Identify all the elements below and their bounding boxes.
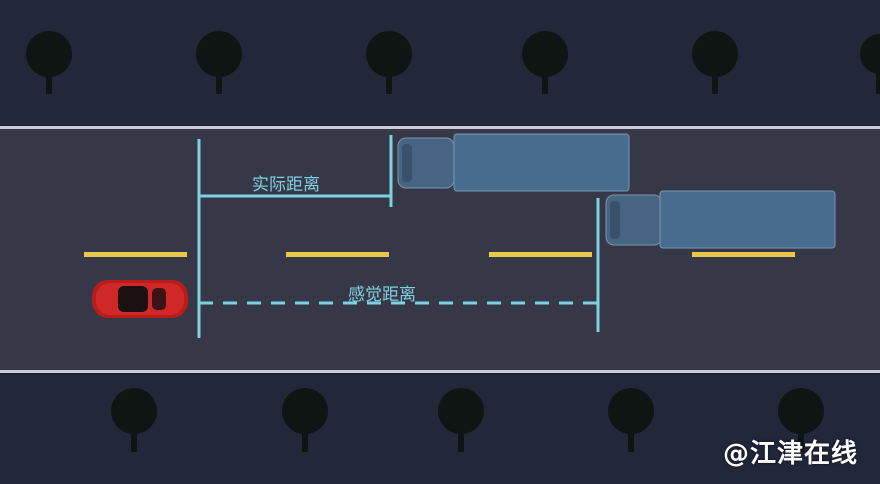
lane-dash [692,252,795,257]
tree-icon [111,388,157,452]
tree-icon [438,388,484,452]
actual-distance-measure [197,135,393,338]
lane-dash [286,252,389,257]
truck-icon [397,133,630,192]
watermark: @江津在线 [722,439,858,469]
lane-dash [489,252,592,257]
tree-icon [522,31,568,94]
car-icon [92,280,188,318]
perceived-distance-label: 感觉距离 [348,285,416,305]
road-edge-top [0,126,880,129]
tree-icon [196,31,242,94]
lane-dash [84,252,187,257]
top-verge [0,0,880,125]
actual-distance-label: 实际距离 [252,175,320,195]
perceived-distance-measure [199,198,600,332]
tree-icon [26,31,72,94]
lane-markings [84,252,795,257]
tree-icon [282,388,328,452]
tree-icon [692,31,738,94]
tree-icon [608,388,654,452]
road-edge-bottom [0,370,880,373]
tree-icon [778,388,824,452]
truck-icon [605,190,836,249]
top-tree-row [26,31,880,94]
tree-icon [366,31,412,94]
tree-icon [860,34,880,94]
bottom-tree-row [111,388,824,452]
